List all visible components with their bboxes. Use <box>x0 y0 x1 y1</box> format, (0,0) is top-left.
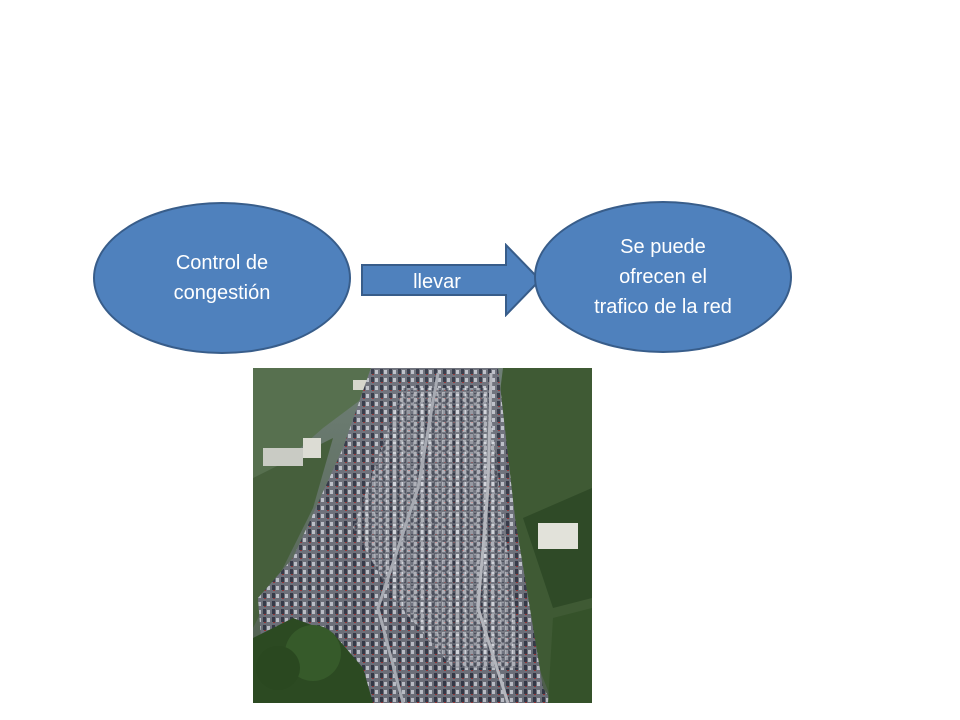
arrow-label: llevar <box>413 270 461 293</box>
node-congestion-control: Control de congestión <box>93 202 351 354</box>
node-network-traffic: Se puede ofrecen el trafico de la red <box>534 201 792 353</box>
node-network-traffic-label: Se puede ofrecen el trafico de la red <box>594 236 732 318</box>
node-congestion-control-label: Control de congestión <box>173 252 271 304</box>
right-arrow-connector <box>361 243 542 317</box>
traffic-jam-photo <box>253 368 592 703</box>
